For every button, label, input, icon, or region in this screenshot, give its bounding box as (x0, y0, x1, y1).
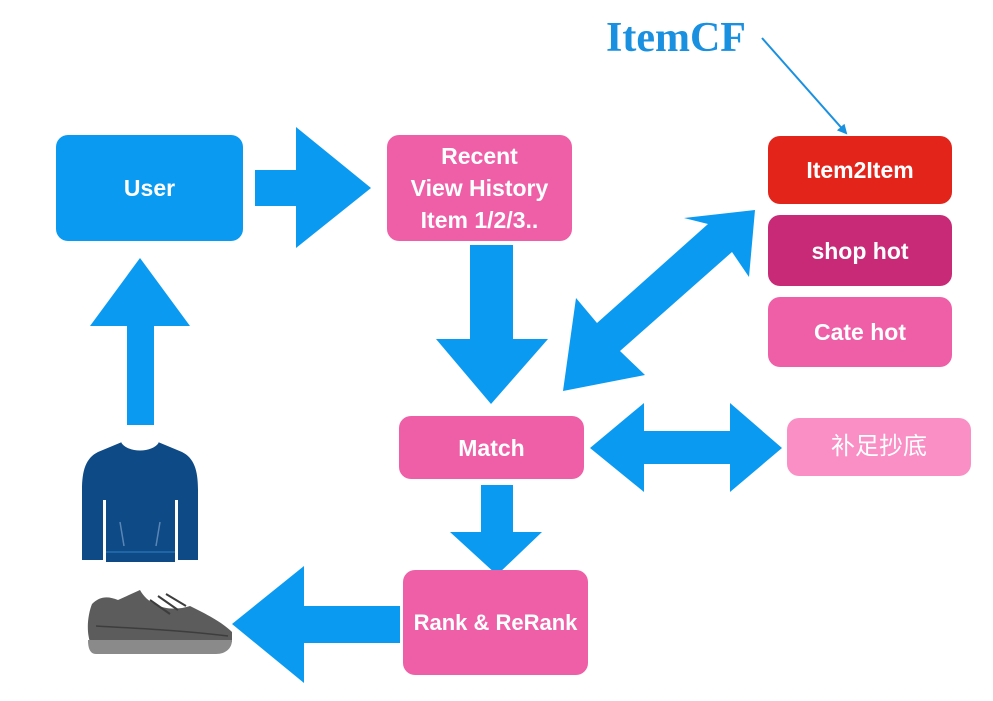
itemcf-label: ItemCF (606, 15, 746, 61)
fill-node-label: 补足抄底 (831, 433, 927, 460)
arrow-match-to-fill (590, 403, 782, 492)
arrow-recent-to-match (436, 245, 548, 404)
match-node: Match (399, 416, 584, 479)
user-node: User (56, 135, 243, 241)
arrow-itemcf-to-item2item (761, 37, 848, 135)
recent-view-history-node: Recent View History Item 1/2/3.. (387, 135, 572, 241)
cate-hot-node: Cate hot (768, 297, 952, 367)
arrow-match-to-item2item (563, 210, 755, 391)
arrow-user-to-recent (255, 127, 371, 248)
rank-rerank-node: Rank & ReRank (403, 570, 588, 675)
item2item-node-label: Item2Item (806, 157, 914, 183)
arrow-rank-to-products (232, 566, 400, 683)
sneaker-icon (87, 590, 232, 654)
fill-fallback-node: 补足抄底 (787, 418, 971, 476)
shop-hot-node: shop hot (768, 215, 952, 286)
item2item-node: Item2Item (768, 136, 952, 204)
match-node-label: Match (458, 434, 525, 461)
user-node-label: User (123, 175, 176, 201)
cate-hot-node-label: Cate hot (814, 319, 906, 345)
sweater-icon (82, 441, 198, 562)
arrow-match-to-rank (450, 485, 542, 575)
shop-hot-node-label: shop hot (811, 237, 909, 264)
recent-node-label: Recent View History Item 1/2/3.. (410, 143, 549, 233)
rank-node-label: Rank & ReRank (413, 609, 578, 635)
arrow-products-to-user (90, 258, 190, 425)
